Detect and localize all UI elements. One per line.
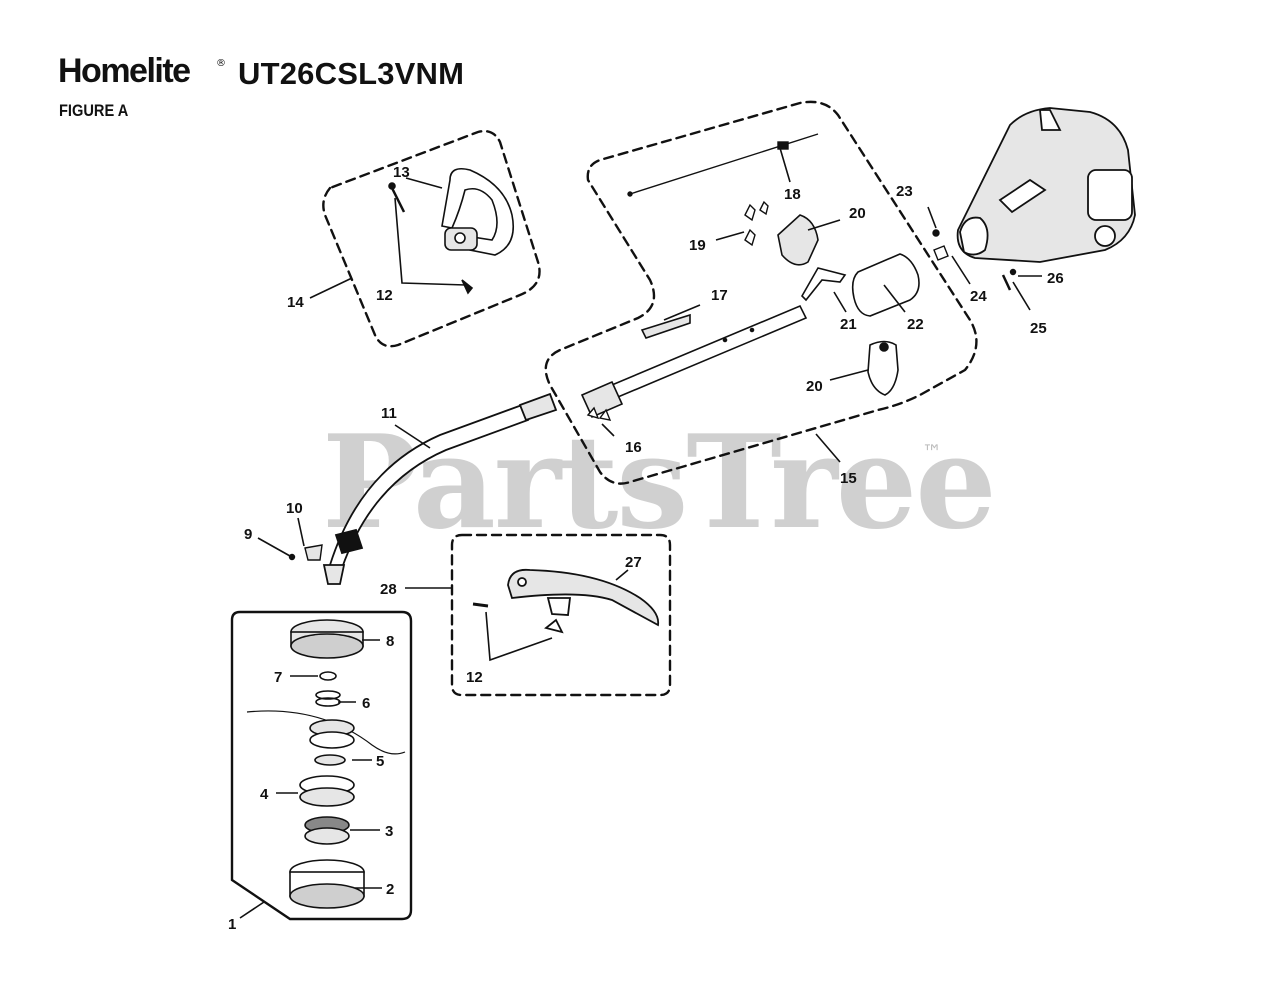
callout-2: 2 xyxy=(386,881,394,898)
callout-12-guard: 12 xyxy=(466,669,483,686)
trigger-part xyxy=(801,267,847,302)
lower-shaft-part xyxy=(322,392,558,585)
cable-part xyxy=(627,133,819,197)
brand-logo: Homelite xyxy=(58,52,191,90)
group-1-outline xyxy=(230,610,413,921)
small-hardware-part xyxy=(932,229,1017,291)
figure-label: FIGURE A xyxy=(59,101,129,120)
callout-10: 10 xyxy=(286,500,303,517)
loop-handle-part xyxy=(388,167,514,295)
callout-8: 8 xyxy=(386,633,394,650)
callout-22: 22 xyxy=(907,316,924,333)
callout-27: 27 xyxy=(625,554,642,571)
trademark-symbol: ™ xyxy=(922,440,942,464)
bracket-part xyxy=(288,544,323,561)
callout-14: 14 xyxy=(287,294,304,311)
callout-28: 28 xyxy=(380,581,397,598)
callout-24: 24 xyxy=(970,288,987,305)
callout-17: 17 xyxy=(711,287,728,304)
throttle-housing-part xyxy=(777,214,899,396)
callout-26: 26 xyxy=(1047,270,1064,287)
pins-part xyxy=(586,200,769,421)
callout-25: 25 xyxy=(1030,320,1047,337)
model-number: UT26CSL3VNM xyxy=(238,56,465,91)
callout-5: 5 xyxy=(376,753,384,770)
registered-mark: ® xyxy=(216,58,226,69)
callout-20-lower: 20 xyxy=(806,378,823,395)
group-14-outline xyxy=(322,129,541,348)
callout-13: 13 xyxy=(393,164,410,181)
guard-part xyxy=(472,568,660,634)
callout-6: 6 xyxy=(362,695,370,712)
upper-shaft-part xyxy=(580,304,808,419)
callout-23: 23 xyxy=(896,183,913,200)
callout-15: 15 xyxy=(840,470,857,487)
parts-tree-watermark: PartsTree xyxy=(322,408,997,558)
callout-9: 9 xyxy=(244,526,252,543)
callout-7: 7 xyxy=(274,669,282,686)
leader-lines xyxy=(239,147,1042,919)
group-28-outline xyxy=(450,533,672,697)
callout-1: 1 xyxy=(228,916,236,933)
trimmer-head-parts xyxy=(246,619,406,909)
engine-part xyxy=(956,107,1136,263)
group-15-outline xyxy=(544,100,978,485)
callout-18: 18 xyxy=(784,186,801,203)
callout-12-handle: 12 xyxy=(376,287,393,304)
callout-3: 3 xyxy=(385,823,393,840)
callout-4: 4 xyxy=(260,786,269,803)
callout-21: 21 xyxy=(840,316,857,333)
callout-19: 19 xyxy=(689,237,706,254)
callout-16: 16 xyxy=(625,439,642,456)
grip-part xyxy=(851,253,920,317)
callout-11: 11 xyxy=(381,405,397,422)
callout-20-upper: 20 xyxy=(849,205,866,222)
